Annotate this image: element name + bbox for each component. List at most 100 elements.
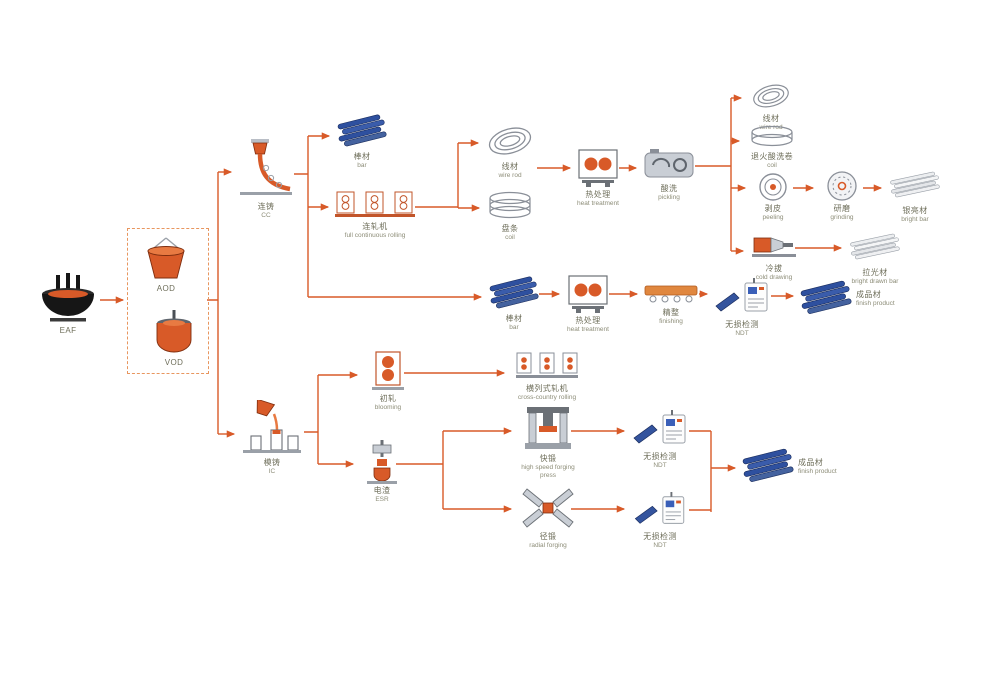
grinding-disc-icon [821, 170, 863, 202]
forging-press-icon [522, 406, 574, 452]
node-label-cn: 无损检测 [643, 532, 677, 541]
node-label-en: cross-country rolling [517, 394, 577, 401]
node-label-en: NDT [653, 542, 667, 549]
node-label-en: coil [505, 234, 515, 241]
bar-bundle-icon [489, 276, 539, 312]
node-label-en: IC [268, 468, 276, 475]
heat-treatment-furnace-icon [567, 274, 609, 314]
node-label-en: bar [509, 324, 519, 331]
node-label-cn: 线材 [762, 114, 780, 123]
vod-vessel-icon [149, 310, 199, 356]
node-label: VOD [164, 358, 184, 367]
node-drawn-bar: 拉光材 bright drawn bar [846, 232, 904, 286]
node-finishing: 精整 finishing [642, 282, 700, 326]
bright-bar-bundle-icon [889, 170, 941, 204]
coil-rings-icon [749, 124, 795, 150]
node-label-cn: 无损检测 [643, 452, 677, 461]
node-radial-forging: 径锻 radial forging [516, 486, 580, 550]
node-label-en: NDT [653, 462, 667, 469]
blooming-mill-icon [369, 350, 407, 392]
node-wire-rod-1: 线材 wire rod [482, 122, 538, 180]
ingot-casting-icon [241, 398, 303, 456]
node-pickling: 酸洗 pickling [640, 146, 698, 202]
node-cross-country-rolling: 横列式轧机 cross-country rolling [510, 350, 584, 402]
ndt-instrument-icon [632, 410, 688, 450]
node-eaf: EAF [32, 272, 104, 336]
node-label-en: heat treatment [567, 326, 609, 333]
node-ndt-2: 无损检测 NDT [630, 410, 690, 470]
node-label: EAF [59, 326, 77, 335]
node-heat-treatment-1: 热处理 heat treatment [574, 148, 622, 208]
rolling-mill-stands-icon [335, 190, 415, 220]
node-label-en: high speed forging press [521, 464, 575, 480]
node-label-cn: 盘条 [501, 224, 519, 233]
node-label-cn: 横列式轧机 [525, 384, 568, 393]
flow-connector [207, 98, 732, 512]
node-label-en: finish product [856, 299, 895, 307]
node-heat-treatment-2: 热处理 heat treatment [564, 274, 612, 334]
radial-forging-icon [522, 486, 574, 530]
finishing-roller-table-icon [644, 282, 698, 306]
ndt-instrument-icon [632, 492, 688, 530]
node-label-cn: 成品材 [798, 457, 824, 467]
node-label-en: coil [767, 162, 777, 169]
peeling-machine-icon [753, 172, 793, 202]
ndt-instrument-icon [714, 278, 770, 318]
node-label-cn: 棒材 [353, 152, 371, 161]
node-cold-drawing: 冷拔 cold drawing [748, 230, 800, 282]
node-continuous-casting: 连铸 CC [234, 138, 298, 220]
wire-rod-coil-icon [749, 80, 793, 112]
node-label-cn: 棒材 [505, 314, 523, 323]
node-aod: AOD [136, 236, 196, 294]
node-label-en: bar [357, 162, 367, 169]
node-label-cn: 初轧 [379, 394, 397, 403]
node-blooming: 初轧 blooming [362, 350, 414, 412]
node-label-cn: 连铸 [257, 202, 275, 211]
node-esr: 电渣 ESR [358, 440, 406, 504]
node-bar-top: 棒材 bar [332, 114, 392, 170]
node-label-cn: 快锻 [539, 454, 557, 463]
node-bright-bar: 银亮材 bright bar [886, 170, 944, 224]
node-label-en: CC [261, 212, 271, 219]
node-label-cn: 银亮材 [902, 206, 928, 215]
pickling-tank-icon [643, 146, 695, 182]
node-grinding: 研磨 grinding [818, 170, 866, 222]
heat-treatment-furnace-icon [577, 148, 619, 188]
finished-bar-bundle-icon [742, 448, 794, 486]
aod-converter-icon [141, 236, 191, 282]
node-label-cn: 热处理 [575, 316, 601, 325]
node-label-cn: 酸洗 [660, 184, 678, 193]
node-label-cn: 线材 [501, 162, 519, 171]
node-label-cn: 精整 [662, 308, 680, 317]
node-label-cn: 冷拔 [765, 264, 783, 273]
node-label-en: heat treatment [577, 200, 619, 207]
node-wire-rod-2: 线材 wire rod [746, 80, 796, 132]
coil-rings-icon [487, 190, 533, 222]
node-label-cn: 研磨 [833, 204, 851, 213]
node-label-en: grinding [830, 214, 854, 221]
node-label-en: blooming [374, 404, 402, 411]
eaf-furnace-icon [37, 272, 99, 324]
node-continuous-rolling: 连轧机 full continuous rolling [330, 190, 420, 240]
node-ndt-3: 无损检测 NDT [630, 492, 690, 550]
node-label-cn: 拉光材 [862, 268, 888, 277]
node-vod: VOD [144, 310, 204, 368]
node-finish-product-1: 成品材 finish product [800, 280, 895, 318]
node-label-en: bright bar [901, 216, 929, 223]
rolling-mill-stands-icon [516, 350, 578, 382]
node-label-en: finishing [659, 318, 683, 325]
node-label-en: cold drawing [755, 274, 793, 281]
node-annealed-coil: 退火酸洗卷 coil [744, 124, 800, 170]
node-label-cn: 退火酸洗卷 [751, 152, 793, 161]
finished-bar-bundle-icon [800, 280, 852, 318]
node-label-en: radial forging [529, 542, 567, 549]
node-label-cn: 电渣 [373, 486, 391, 495]
node-label: AOD [156, 284, 176, 293]
esr-furnace-icon [364, 440, 400, 484]
node-forging-press: 快锻 high speed forging press [516, 406, 580, 480]
cold-drawing-machine-icon [752, 230, 796, 262]
node-bar-mid: 棒材 bar [486, 276, 542, 332]
node-ndt-1: 无损检测 NDT [712, 278, 772, 338]
node-label-en: finish product [798, 467, 837, 475]
